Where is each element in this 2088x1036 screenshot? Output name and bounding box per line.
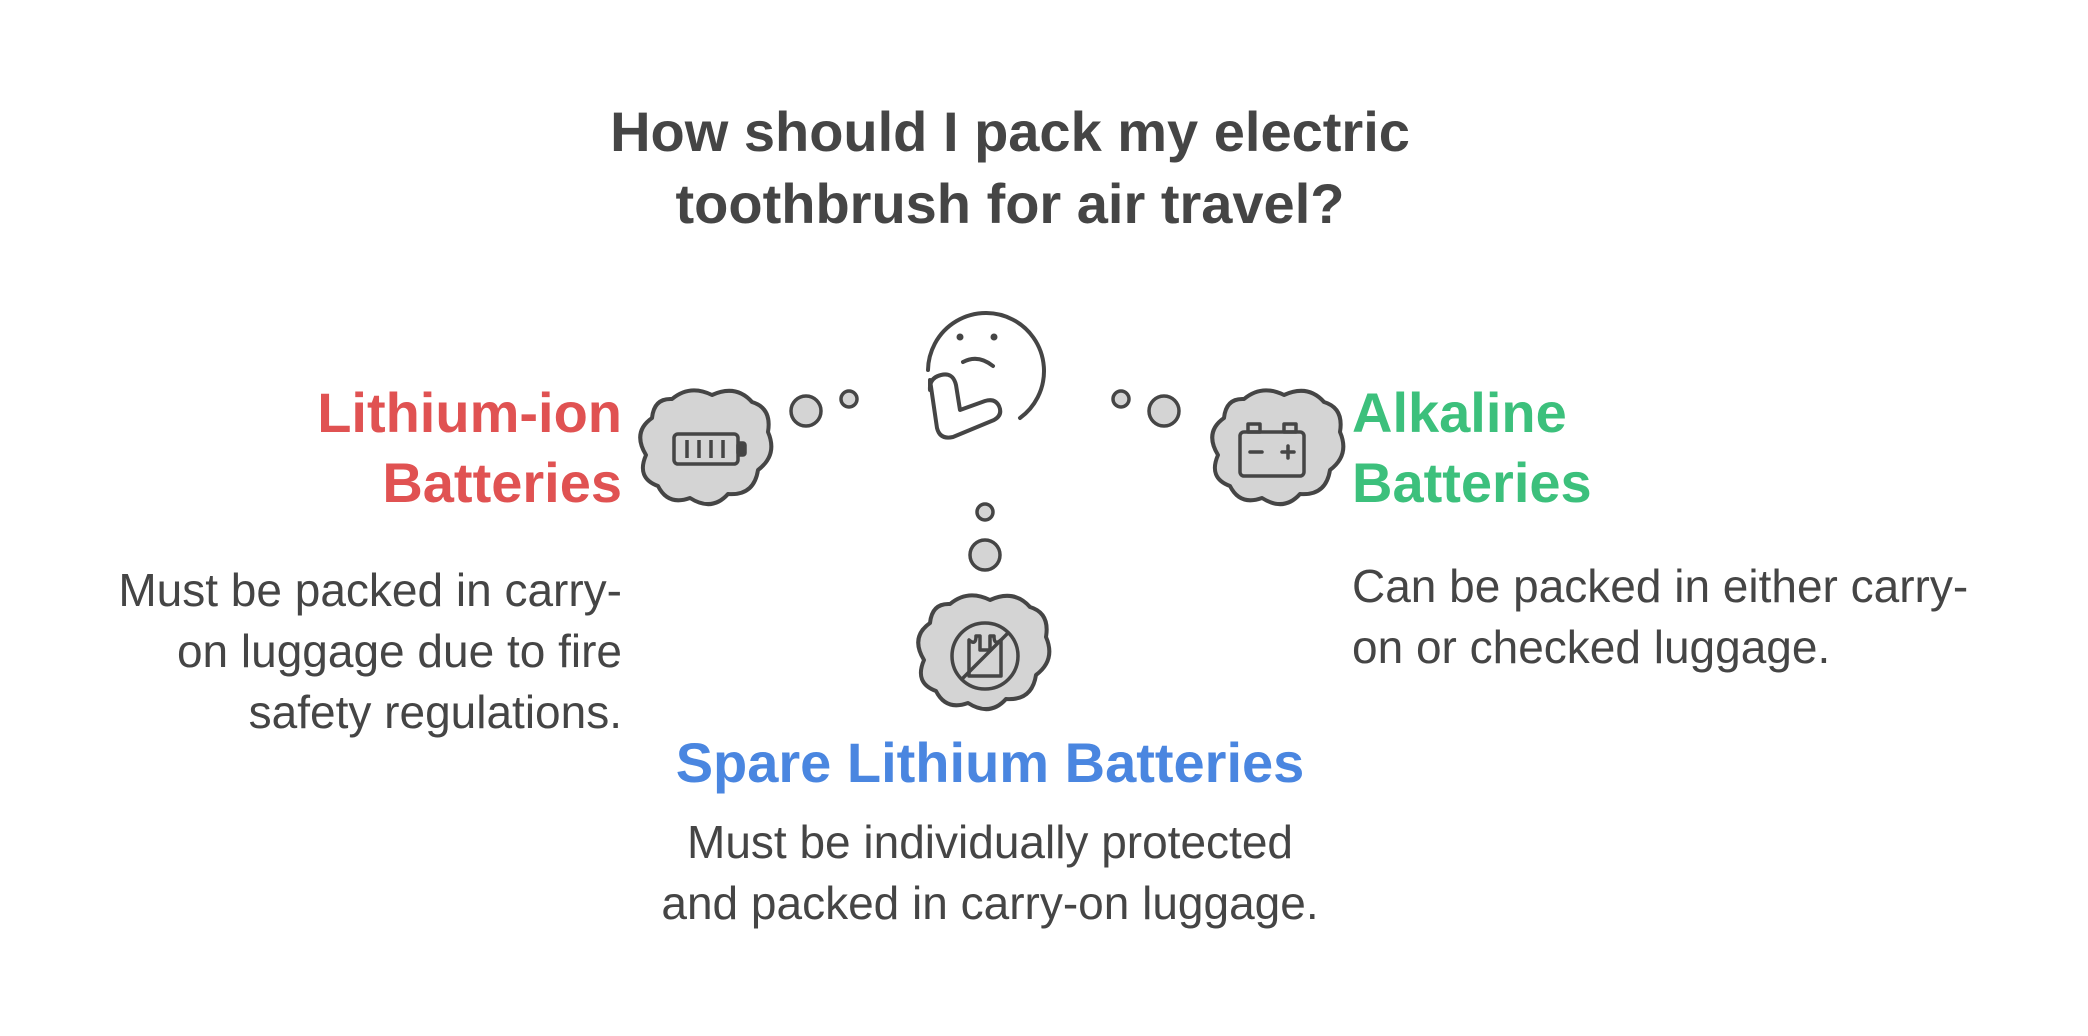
no-bag-icon bbox=[950, 621, 1020, 691]
car-battery-icon bbox=[1238, 422, 1306, 478]
thinking-face-icon bbox=[926, 311, 1046, 440]
thought-dot bbox=[968, 538, 1002, 572]
lithium-ion-description: Must be packed in carry- on luggage due … bbox=[22, 560, 622, 743]
spare-lithium-heading: Spare Lithium Batteries bbox=[675, 731, 1305, 794]
title-line-1: How should I pack my electric bbox=[610, 100, 1410, 163]
heading-line: Batteries bbox=[382, 451, 622, 514]
desc-line: on or checked luggage. bbox=[1352, 621, 1831, 673]
heading-line: Batteries bbox=[1352, 451, 1592, 514]
lithium-ion-heading: Lithium-ion Batteries bbox=[202, 378, 622, 518]
heading-line: Alkaline bbox=[1352, 381, 1567, 444]
thought-dot bbox=[1111, 389, 1131, 409]
thought-dot bbox=[789, 394, 823, 428]
lithium-ion-cloud bbox=[638, 388, 774, 506]
desc-line: Must be individually protected bbox=[687, 816, 1293, 868]
desc-line: safety regulations. bbox=[248, 686, 622, 738]
thought-dot bbox=[975, 502, 995, 522]
alkaline-description: Can be packed in either carry- on or che… bbox=[1352, 556, 2032, 678]
desc-line: and packed in carry-on luggage. bbox=[661, 877, 1319, 929]
thought-dot bbox=[1147, 394, 1181, 428]
desc-line: Must be packed in carry- bbox=[118, 564, 622, 616]
thought-dot bbox=[839, 389, 859, 409]
page-title: How should I pack my electric toothbrush… bbox=[590, 96, 1430, 240]
alkaline-cloud bbox=[1210, 388, 1346, 506]
desc-line: on luggage due to fire bbox=[176, 625, 622, 677]
battery-icon bbox=[672, 432, 747, 466]
spare-lithium-description: Must be individually protected and packe… bbox=[590, 812, 1390, 934]
desc-line: Can be packed in either carry- bbox=[1352, 560, 1969, 612]
heading-line: Lithium-ion bbox=[317, 381, 622, 444]
title-line-2: toothbrush for air travel? bbox=[675, 172, 1345, 235]
spare-lithium-cloud bbox=[916, 593, 1052, 711]
alkaline-heading: Alkaline Batteries bbox=[1352, 378, 1772, 518]
